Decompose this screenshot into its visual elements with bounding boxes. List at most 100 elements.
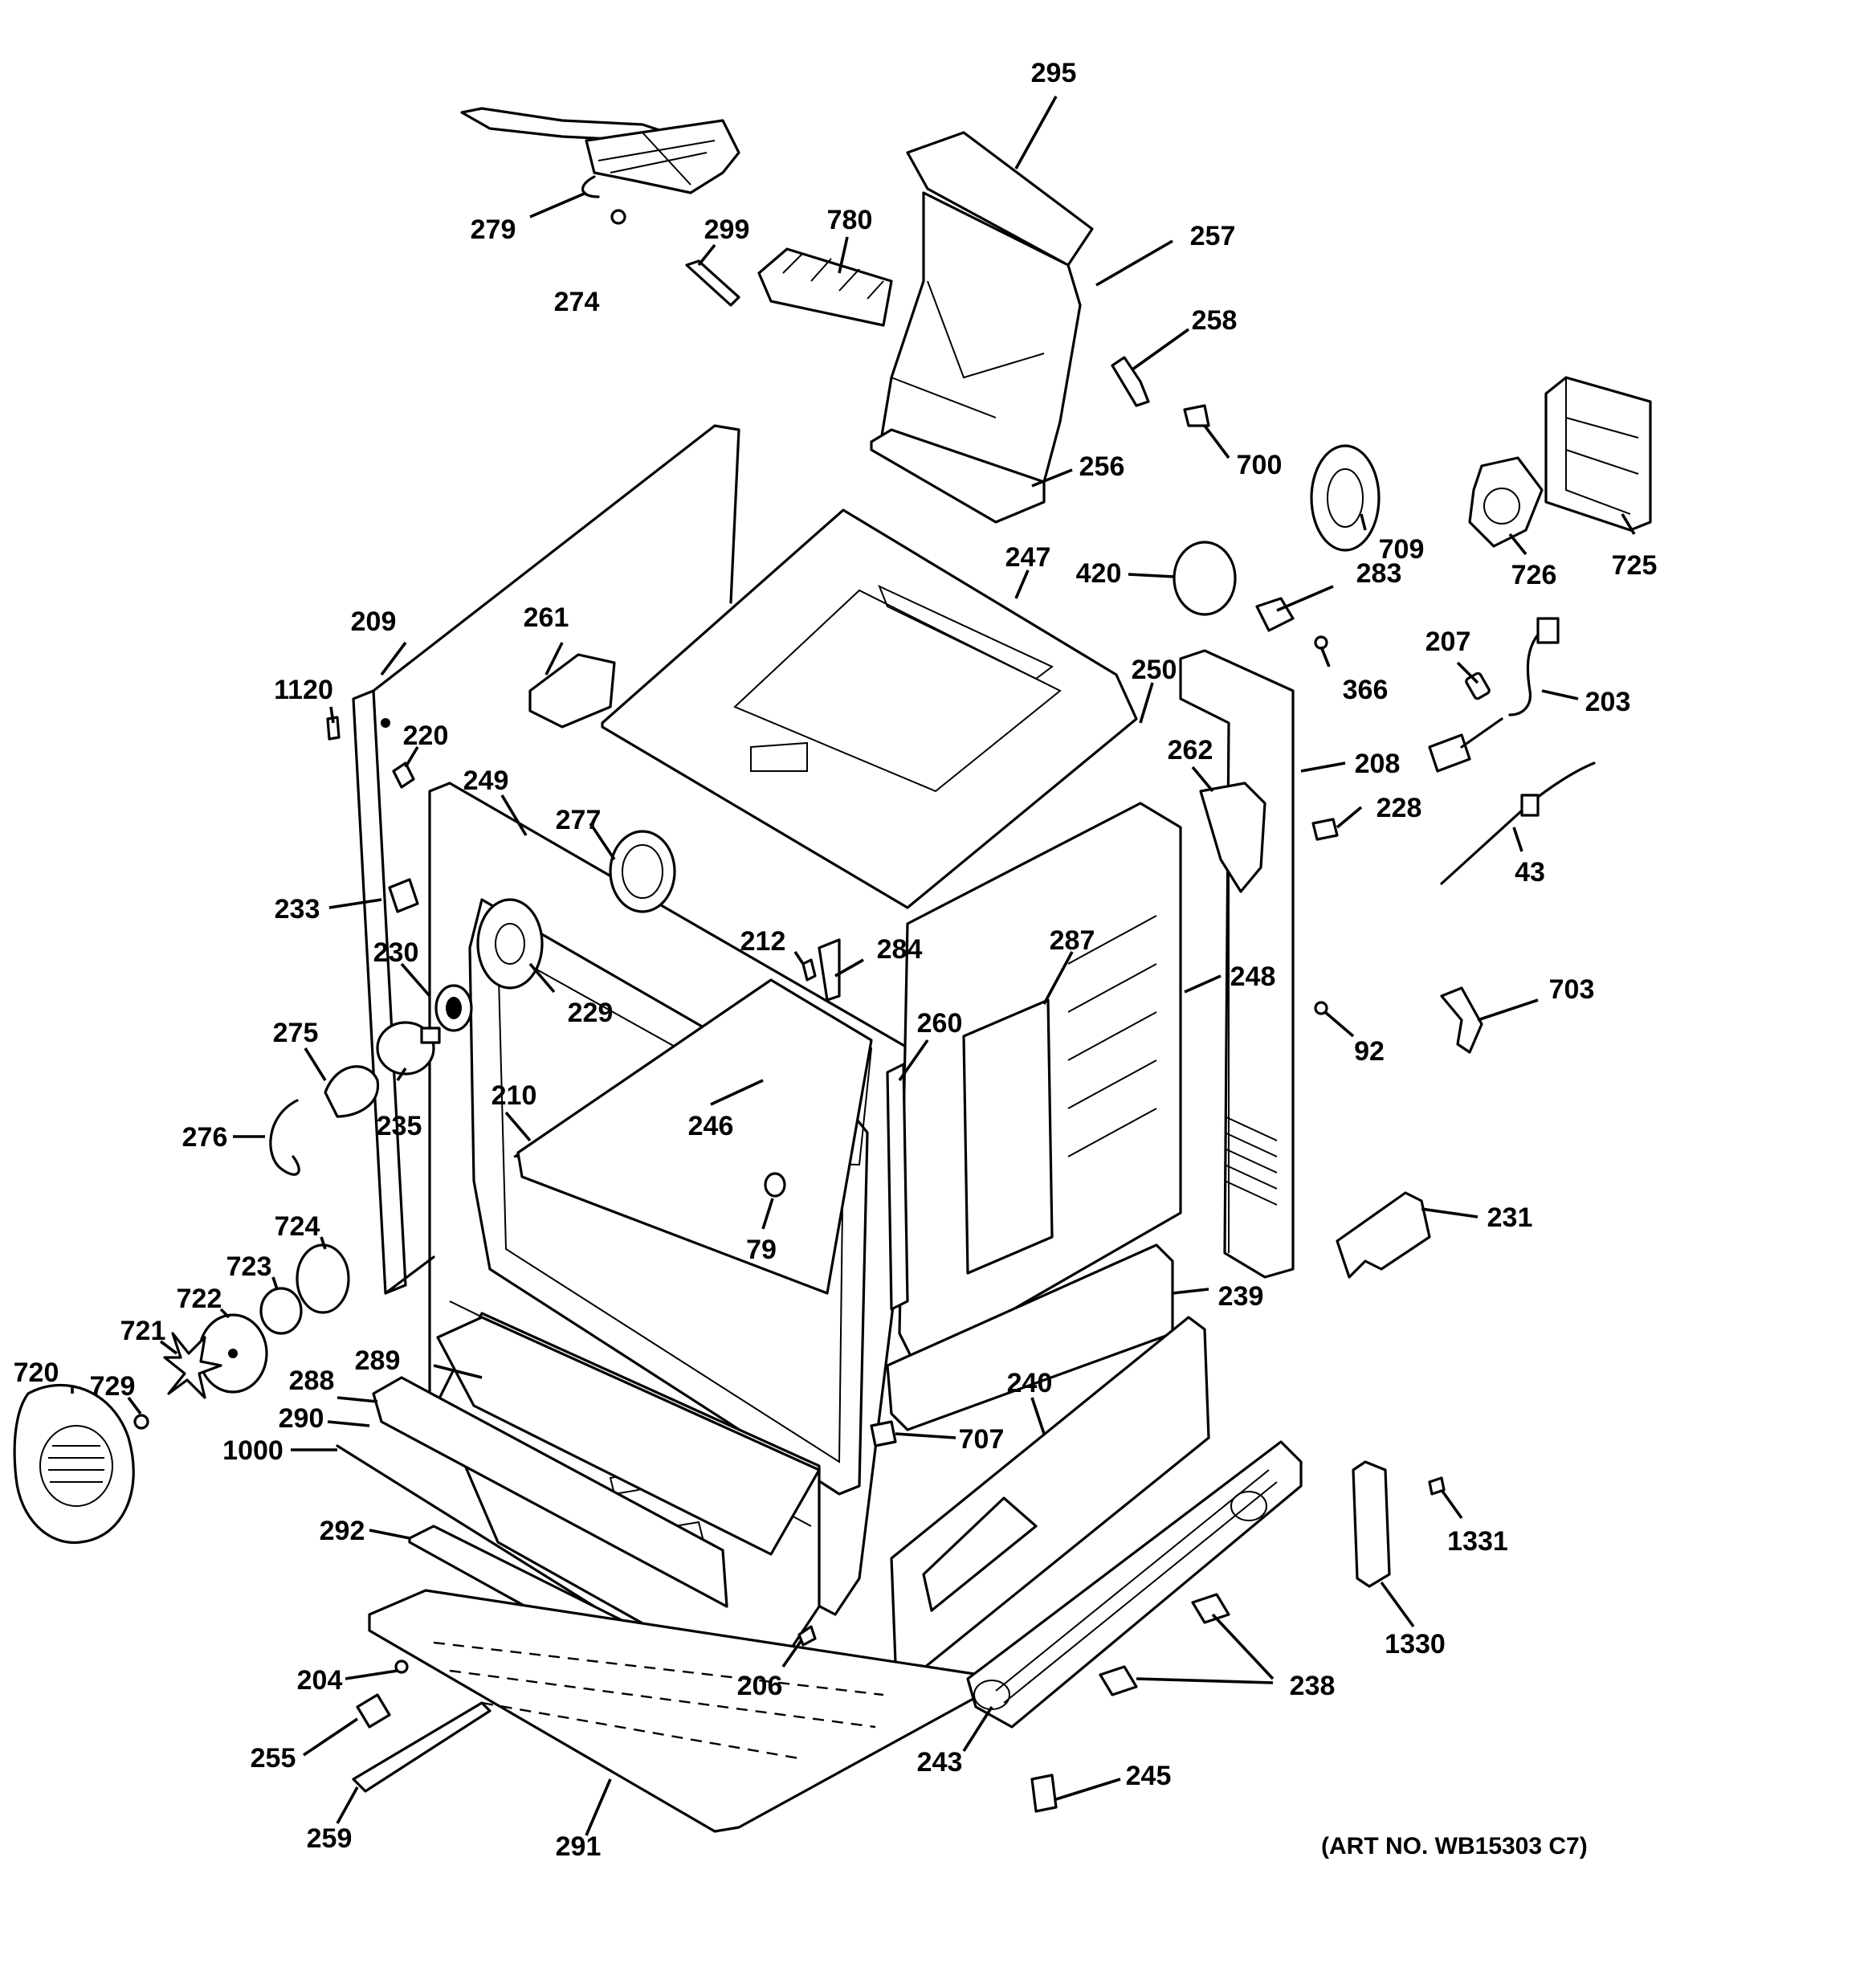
callout-722: 722	[177, 1284, 222, 1314]
callout-203: 203	[1585, 687, 1631, 717]
callout-276: 276	[182, 1122, 228, 1153]
fan-impeller-part-721	[163, 1332, 222, 1399]
front-rail-part-290	[372, 1376, 728, 1608]
callout-92: 92	[1354, 1036, 1385, 1067]
sensor-probe-part-43	[1440, 761, 1596, 885]
callout-260: 260	[917, 1008, 963, 1039]
base-frame-part-243	[966, 1440, 1303, 1729]
fan-shroud-part-720	[13, 1383, 135, 1545]
callout-720: 720	[14, 1357, 59, 1388]
cord-part-203	[1508, 617, 1560, 716]
bracket-part-212	[801, 958, 817, 982]
callout-258: 258	[1192, 305, 1238, 336]
callout-235: 235	[377, 1111, 422, 1141]
callout-220: 220	[403, 720, 449, 751]
callout-238: 238	[1290, 1671, 1336, 1701]
screw-part-92	[1314, 1001, 1328, 1015]
socket-part-233	[388, 878, 419, 913]
callout-243: 243	[917, 1747, 963, 1778]
callout-709: 709	[1379, 534, 1425, 565]
insulation-part-261	[528, 653, 616, 729]
callout-724: 724	[275, 1211, 320, 1242]
knob-part-255	[356, 1693, 391, 1729]
insulation-part-262	[1199, 782, 1266, 893]
lamp-lens-part-275	[324, 1065, 380, 1118]
callout-299: 299	[704, 214, 750, 245]
callout-284: 284	[877, 934, 923, 965]
callout-289: 289	[355, 1345, 401, 1376]
clip-part-228	[1311, 818, 1339, 841]
callout-257: 257	[1190, 221, 1236, 251]
screw-part-366	[1314, 635, 1328, 650]
callout-723: 723	[226, 1251, 272, 1282]
bracket-part-284	[818, 938, 841, 1002]
leveling-foot-part-238-b	[1099, 1665, 1138, 1696]
leveling-foot-part-238-a	[1191, 1593, 1230, 1624]
clip-part-700	[1183, 404, 1210, 427]
callout-246: 246	[688, 1111, 734, 1141]
clip-part-283	[1255, 597, 1295, 632]
wire-clip-part-276	[269, 1099, 300, 1176]
callout-230: 230	[373, 937, 419, 968]
grommet-part-707	[870, 1420, 897, 1447]
round-cover-part-709	[1310, 444, 1381, 552]
callout-295: 295	[1031, 58, 1077, 88]
vent-trim-part-780	[757, 247, 893, 327]
callout-703: 703	[1549, 974, 1595, 1005]
callout-204: 204	[297, 1665, 343, 1696]
plug-part-79	[764, 1172, 786, 1198]
clip-part-1120	[326, 716, 341, 741]
callout-283: 283	[1356, 558, 1402, 589]
housing-box-part-725	[1544, 376, 1652, 532]
callout-239: 239	[1218, 1281, 1264, 1312]
callout-1330: 1330	[1385, 1629, 1446, 1659]
fan-blade-part-722	[198, 1313, 268, 1394]
callout-229: 229	[568, 998, 614, 1028]
lamp-socket-part-230	[434, 984, 473, 1032]
rail-part-259	[352, 1701, 491, 1793]
screw-part-204	[394, 1659, 409, 1674]
callout-275: 275	[273, 1018, 319, 1048]
callout-228: 228	[1377, 793, 1422, 823]
callout-255: 255	[251, 1743, 296, 1774]
nut-part-729	[133, 1414, 149, 1430]
callout-1331: 1331	[1447, 1526, 1508, 1557]
callout-420: 420	[1076, 558, 1122, 589]
callout-212: 212	[740, 926, 786, 957]
callout-259: 259	[307, 1823, 353, 1854]
callout-209: 209	[351, 606, 397, 637]
drawer-bottom-part-291	[368, 1589, 989, 1833]
callout-43: 43	[1515, 857, 1545, 888]
plug-part	[1428, 717, 1503, 773]
callout-233: 233	[275, 894, 320, 925]
ring-part-277	[609, 830, 676, 913]
callout-1120: 1120	[274, 675, 333, 705]
callout-208: 208	[1355, 749, 1401, 779]
callout-707: 707	[959, 1424, 1005, 1455]
callout-292: 292	[320, 1516, 365, 1546]
bracket-part-299	[685, 259, 740, 307]
motor-part-726	[1468, 456, 1544, 548]
callout-291: 291	[556, 1831, 602, 1862]
clip-part-258	[1111, 356, 1150, 407]
leader-lines	[71, 96, 1636, 1836]
callout-210: 210	[491, 1080, 537, 1111]
door-lock-assembly-part	[460, 107, 740, 225]
callout-245: 245	[1126, 1761, 1172, 1791]
callout-250: 250	[1132, 655, 1177, 685]
fan-cover-part-724	[296, 1243, 350, 1314]
drawer-tray-part-289	[436, 1316, 821, 1556]
bracket-part-703	[1440, 986, 1483, 1054]
leveling-leg-part-245	[1030, 1774, 1058, 1813]
screw-part-1331	[1428, 1476, 1446, 1496]
grommet-part-220	[392, 761, 415, 789]
callout-207: 207	[1425, 627, 1471, 657]
callout-287: 287	[1050, 925, 1095, 956]
callout-700: 700	[1237, 450, 1283, 480]
light-bulb-part-235	[376, 1021, 441, 1076]
callout-274: 274	[554, 287, 600, 317]
callout-366: 366	[1343, 675, 1389, 705]
fan-gasket-part-723	[259, 1287, 303, 1335]
callout-labels: 295 257 258 700 256 709 726 725 279 274 …	[14, 58, 1658, 1862]
